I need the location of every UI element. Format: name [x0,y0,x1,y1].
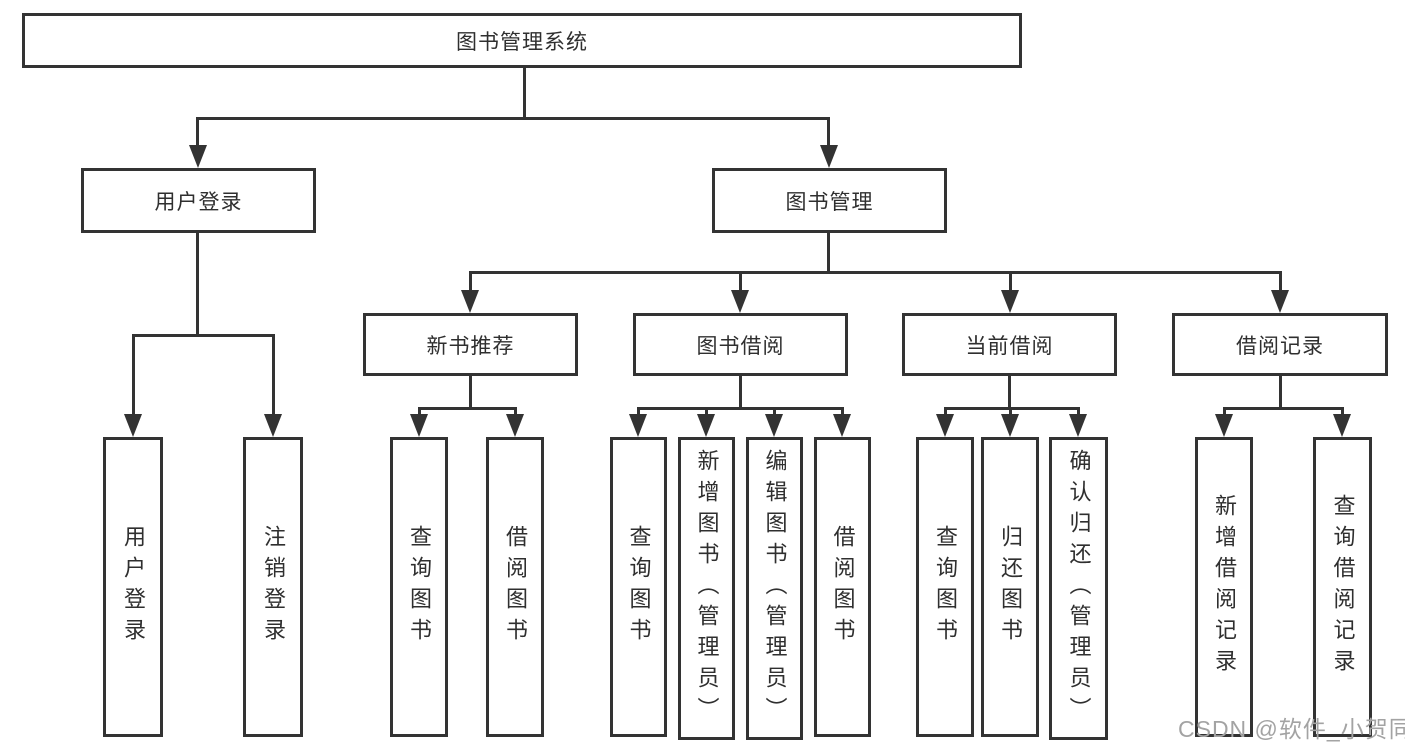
connector-root-stem [523,68,526,119]
arrowhead-icon [765,414,783,437]
leaf-records-add-record: 新增借阅记录 [1195,437,1253,737]
leaf-borrow-add-books-admin: 新增图书（管理员） [678,437,735,740]
connector-user-bar [132,334,275,337]
leaf-logout: 注销登录 [243,437,303,737]
connector-drop [1009,271,1012,292]
leaf-newbooks-borrow-books: 借阅图书 [486,437,544,737]
leaf-current-return-books: 归还图书 [981,437,1039,737]
leaf-label: 查询图书 [626,525,652,649]
connector-drop [1223,407,1226,417]
connector-drop [418,407,421,417]
node-label: 当前借阅 [965,334,1054,358]
arrowhead-icon [506,414,524,437]
leaf-user-login: 用户登录 [103,437,163,737]
arrowhead-icon [936,414,954,437]
connector-mgmt-stem [827,233,830,274]
leaf-records-query-record: 查询借阅记录 [1313,437,1372,737]
connector-drop [705,407,708,417]
node-label: 图书管理 [785,190,874,214]
connector-mgmt-drop [827,117,830,147]
arrowhead-icon [264,414,282,437]
connector-mgmt-bar [469,271,1281,274]
connector-group-stem [1008,375,1011,410]
leaf-label: 注销登录 [261,525,286,649]
node-root-library-system: 图书管理系统 [22,13,1022,68]
arrowhead-icon [1215,414,1233,437]
arrowhead-icon [189,145,207,168]
connector-drop [739,271,742,292]
connector-user-drop [196,117,199,147]
arrowhead-icon [1333,414,1351,437]
leaf-current-confirm-return-admin: 确认归还（管理员） [1049,437,1108,740]
connector-drop [773,407,776,417]
connector-drop [272,334,275,416]
connector-group-stem [739,375,742,410]
connector-drop [1077,407,1080,417]
node-new-book-recommend: 新书推荐 [363,313,578,376]
connector-drop [469,271,472,292]
node-book-borrow: 图书借阅 [633,313,848,376]
arrowhead-icon [124,414,142,437]
node-borrow-records: 借阅记录 [1172,313,1388,376]
connector-drop [1341,407,1344,417]
node-label: 图书借阅 [696,334,785,358]
connector-drop [132,334,135,416]
connector-root-bar [196,117,830,120]
node-label: 用户登录 [154,190,243,214]
leaf-label: 查询图书 [933,525,958,649]
csdn-watermark: CSDN @软件_小贺同学 [1178,716,1405,742]
connector-group-bar [418,407,517,410]
connector-group-bar [1223,407,1343,410]
connector-drop [1279,271,1282,292]
node-user-login-group: 用户登录 [81,168,316,233]
leaf-label: 归还图书 [998,525,1023,649]
leaf-current-query-books: 查询图书 [916,437,974,737]
connector-drop [514,407,517,417]
arrowhead-icon [410,414,428,437]
leaf-label: 新增图书（管理员） [694,449,720,728]
connector-drop [944,407,947,417]
node-label: 图书管理系统 [456,30,588,54]
leaf-borrow-edit-books-admin: 编辑图书（管理员） [746,437,803,740]
leaf-label: 查询借阅记录 [1330,494,1356,680]
arrowhead-icon [1001,414,1019,437]
arrowhead-icon [833,414,851,437]
leaf-borrow-query-books: 查询图书 [610,437,667,737]
leaf-label: 确认归还（管理员） [1066,449,1092,728]
connector-drop [841,407,844,417]
leaf-label: 借阅图书 [830,525,856,649]
arrowhead-icon [820,145,838,168]
node-book-management: 图书管理 [712,168,947,233]
arrowhead-icon [629,414,647,437]
connector-group-bar [637,407,843,410]
node-current-borrow: 当前借阅 [902,313,1117,376]
leaf-label: 编辑图书（管理员） [762,449,788,728]
arrowhead-icon [1271,290,1289,313]
leaf-borrow-borrow-books: 借阅图书 [814,437,871,737]
arrowhead-icon [697,414,715,437]
leaf-label: 借阅图书 [503,525,528,649]
connector-group-stem [469,375,472,410]
arrowhead-icon [461,290,479,313]
arrowhead-icon [1069,414,1087,437]
leaf-label: 查询图书 [407,525,432,649]
connector-group-stem [1279,375,1282,410]
node-label: 新书推荐 [426,334,515,358]
arrowhead-icon [1001,290,1019,313]
connector-drop [1009,407,1012,417]
leaf-label: 用户登录 [121,525,146,649]
connector-user-stem [196,233,199,337]
arrowhead-icon [731,290,749,313]
connector-drop [637,407,640,417]
leaf-label: 新增借阅记录 [1212,494,1237,680]
leaf-newbooks-query-books: 查询图书 [390,437,448,737]
node-label: 借阅记录 [1236,334,1324,358]
